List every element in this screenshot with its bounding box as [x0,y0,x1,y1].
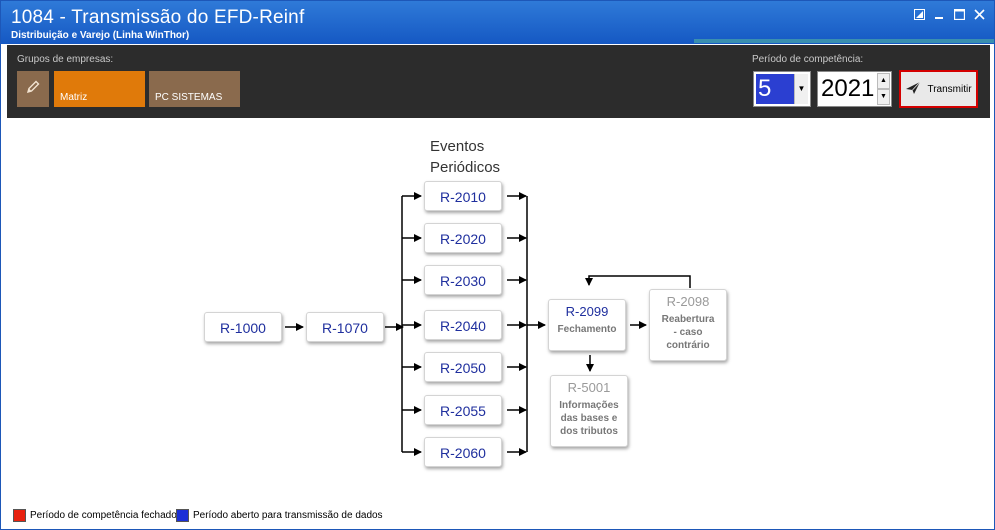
year-value: 2021 [821,75,875,102]
event-r2098-button[interactable]: R-2098 Reabertura - caso contrário [649,289,727,361]
close-icon[interactable] [969,7,989,25]
transmit-button[interactable]: Transmitir [899,70,978,108]
window-subtitle: Distribuição e Varejo (Linha WinThor) [11,30,190,41]
event-r2099-button[interactable]: R-2099 Fechamento [548,299,626,351]
transmit-label: Transmitir [927,83,972,95]
event-r2099-caption: Fechamento [557,324,617,335]
legend-closed-label: Período de competência fechado [30,510,177,521]
event-r2050-button[interactable]: R-2050 [424,352,502,382]
legend: Período de competência fechado Período a… [7,503,990,529]
event-r2098-code: R-2098 [666,294,710,309]
chevron-down-icon[interactable]: ▼ [794,74,808,104]
event-r5001-caption-2: das bases e [560,413,618,424]
event-r5001-caption-1: Informações [559,400,619,411]
event-flow-diagram: Eventos Periódicos R-1000 R-1070 R-2010 … [7,118,990,500]
event-r1070-button[interactable]: R-1070 [306,312,384,342]
maximize-icon[interactable] [949,7,969,25]
company-groups-label: Grupos de empresas: [17,54,114,65]
window-title: 1084 - Transmissão do EFD-Reinf [11,7,305,28]
event-r2030-button[interactable]: R-2030 [424,265,502,295]
event-r2098-caption-3: contrário [666,340,710,351]
event-r2060-button[interactable]: R-2060 [424,437,502,467]
paper-plane-icon [905,81,921,98]
title-stripe [694,39,994,43]
legend-open-label: Período aberto para transmissão de dados [193,510,383,521]
year-up-icon[interactable]: ▲ [877,73,890,89]
company-matriz-button[interactable]: Matriz [54,71,145,107]
event-r5001-code: R-5001 [567,380,611,395]
flow-connectors [285,192,691,456]
toolbar: Grupos de empresas: Matriz PC SISTEMAS P… [7,45,990,118]
edit-groups-button[interactable] [17,71,49,107]
closed-swatch [13,509,26,522]
event-r2055-button[interactable]: R-2055 [424,395,502,425]
company-pc-sistemas-button[interactable]: PC SISTEMAS [149,71,240,107]
minimize-icon[interactable] [929,7,949,25]
event-r1000-button[interactable]: R-1000 [204,312,282,342]
periodic-events-title-line1: Eventos [430,138,485,155]
year-stepper[interactable]: 2021 ▲ ▼ [817,71,892,107]
period-label: Período de competência: [752,54,864,65]
legend-open: Período aberto para transmissão de dados [176,509,383,522]
restore-icon[interactable] [909,7,929,25]
event-r2098-caption-2: - caso [673,327,703,338]
event-r2099-code: R-2099 [565,304,609,319]
event-r5001-button[interactable]: R-5001 Informações das bases e dos tribu… [550,375,628,447]
event-r2020-button[interactable]: R-2020 [424,223,502,253]
title-bar[interactable]: 1084 - Transmissão do EFD-Reinf Distribu… [1,1,994,44]
legend-closed: Período de competência fechado [13,509,177,522]
periodic-events-title: Eventos Periódicos [430,136,500,178]
periodic-events-title-line2: Periódicos [430,159,501,176]
event-r2098-caption-1: Reabertura [661,314,715,325]
event-r2040-button[interactable]: R-2040 [424,310,502,340]
month-value: 5 [756,74,794,104]
event-r5001-caption-3: dos tributos [560,426,618,437]
event-r2010-button[interactable]: R-2010 [424,181,502,211]
pencil-icon [25,79,41,100]
month-select[interactable]: 5 ▼ [753,71,811,107]
year-down-icon[interactable]: ▼ [877,89,890,105]
open-swatch [176,509,189,522]
